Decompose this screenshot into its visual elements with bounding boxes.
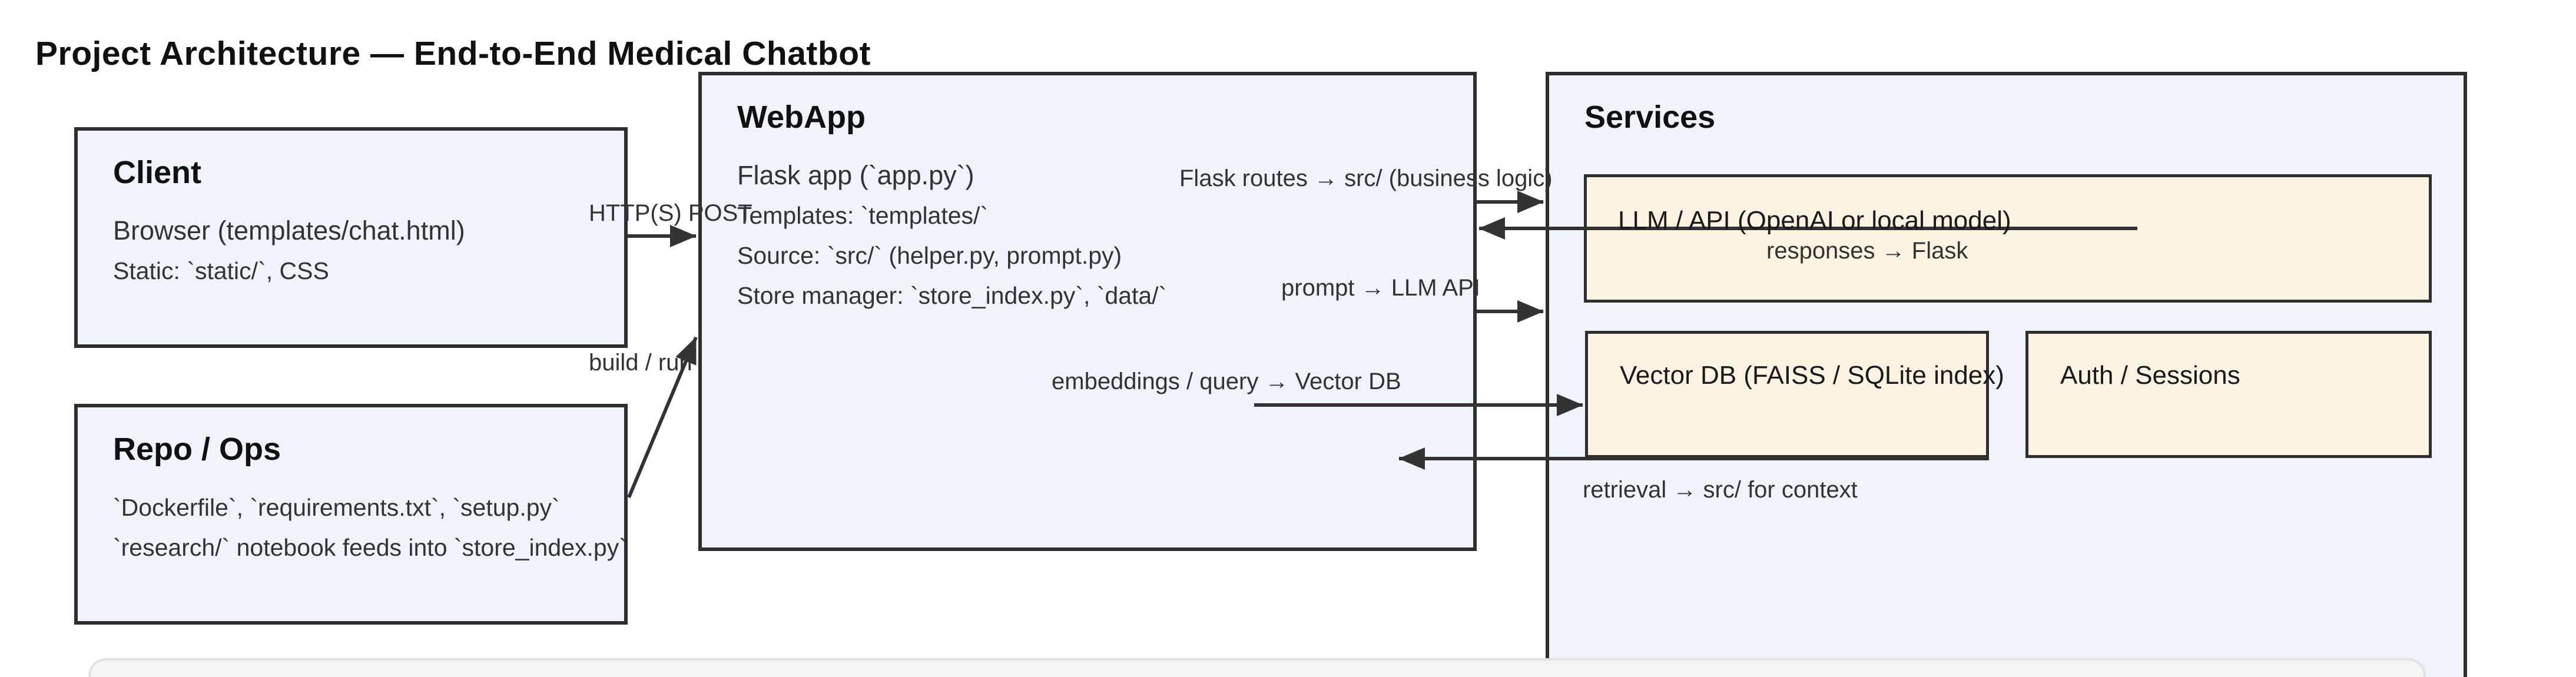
edge-label-flask-routes: Flask routes → src/ (business logic): [1179, 165, 1553, 191]
node-client: Client Browser (templates/chat.html) Sta…: [74, 127, 628, 348]
node-webapp-line: Store manager: `store_index.py`, `data/`: [737, 282, 1167, 309]
node-client-line: Static: `static/`, CSS: [113, 257, 329, 284]
node-webapp-title: WebApp: [737, 99, 866, 135]
bottom-panel: [88, 658, 2426, 677]
node-webapp-line: Source: `src/` (helper.py, prompt.py): [737, 242, 1122, 269]
node-webapp-line: Flask app (`app.py`): [737, 160, 974, 190]
edge-label-http-post: HTTP(S) POST: [589, 200, 752, 226]
edge-label-build-run: build / run: [589, 350, 692, 376]
node-auth-sessions: Auth / Sessions: [2025, 331, 2432, 458]
edge-label-embeddings: embeddings / query → Vector DB: [1052, 369, 1401, 394]
edge-label-prompt: prompt → LLM API: [1281, 275, 1480, 301]
node-services-title: Services: [1584, 99, 1716, 135]
node-repo-ops-line: `research/` notebook feeds into `store_i…: [113, 534, 627, 561]
node-repo-ops: Repo / Ops `Dockerfile`, `requirements.t…: [74, 404, 628, 625]
node-client-line: Browser (templates/chat.html): [113, 215, 465, 245]
node-llm-api: [1584, 174, 2432, 303]
node-webapp-body: Flask app (`app.py`) Templates: `templat…: [737, 155, 1473, 316]
node-auth-sessions-label: Auth / Sessions: [2060, 361, 2240, 390]
node-client-body: Browser (templates/chat.html) Static: `s…: [113, 211, 624, 291]
page-title: Project Architecture — End-to-End Medica…: [35, 35, 871, 72]
node-webapp-line: Templates: `templates/`: [737, 202, 989, 229]
node-repo-ops-line: `Dockerfile`, `requirements.txt`, `setup…: [113, 494, 560, 521]
edge-label-retrieval: retrieval → src/ for context: [1583, 477, 1858, 503]
node-llm-api-label: LLM / API (OpenAI or local model): [1618, 206, 2011, 235]
edge-label-responses: responses → Flask: [1766, 238, 1968, 264]
node-client-title: Client: [113, 155, 202, 190]
node-repo-ops-body: `Dockerfile`, `requirements.txt`, `setup…: [113, 487, 627, 568]
node-vector-db-label: Vector DB (FAISS / SQLite index): [1620, 361, 2004, 390]
node-webapp: WebApp Flask app (`app.py`) Templates: `…: [698, 72, 1477, 551]
node-vector-db: Vector DB (FAISS / SQLite index): [1585, 331, 2004, 458]
node-repo-ops-title: Repo / Ops: [113, 432, 281, 467]
